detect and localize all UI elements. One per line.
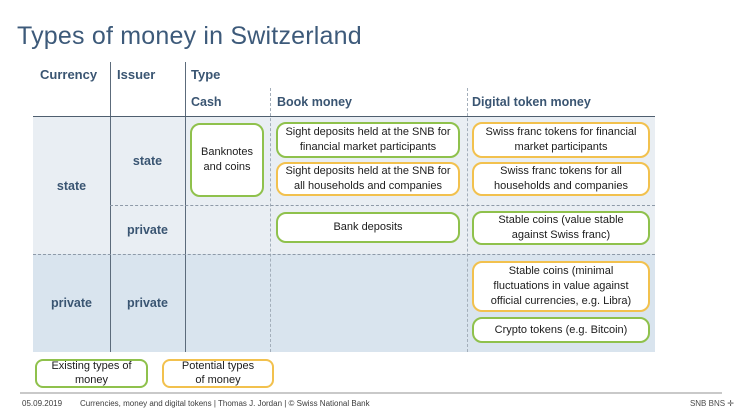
legend-potential-types: Potential types of money — [162, 359, 274, 388]
box-sight-deposits-all: Sight deposits held at the SNB for all h… — [276, 162, 460, 196]
row-label-issuer-state: state — [132, 154, 163, 168]
swiss-cross-icon: ✛ — [727, 399, 734, 408]
row-label-issuer-private-top: private — [127, 222, 168, 237]
box-banknotes-and-coins: Banknotes and coins — [190, 123, 264, 197]
page-title: Types of money in Switzerland — [17, 22, 362, 50]
divider-currency-rows — [33, 254, 655, 255]
column-header-type: Type — [191, 67, 221, 82]
divider-cash-bookmoney — [270, 88, 271, 352]
divider-issuer-type — [185, 62, 186, 352]
header-underline — [33, 116, 655, 117]
box-bank-deposits: Bank deposits — [276, 212, 460, 243]
footer-date: 05.09.2019 — [22, 399, 63, 408]
divider-currency-issuer — [110, 62, 111, 352]
divider-bookmoney-digital — [467, 88, 468, 352]
snb-logo: SNB BNS ✛ — [690, 399, 734, 408]
row-label-currency-state: state — [56, 178, 87, 193]
column-header-cash: Cash — [191, 95, 222, 109]
box-stable-coins-libra: Stable coins (minimal fluctuations in va… — [472, 261, 650, 312]
column-header-issuer: Issuer — [117, 67, 156, 82]
legend-existing-types: Existing types of money — [35, 359, 148, 388]
box-stable-coins-chf: Stable coins (value stable against Swiss… — [472, 211, 650, 245]
row-label-issuer-private-bottom: private — [127, 296, 168, 310]
box-crypto-tokens: Crypto tokens (e.g. Bitcoin) — [472, 317, 650, 343]
footer-caption: Currencies, money and digital tokens | T… — [80, 399, 370, 408]
snb-logo-text: SNB BNS — [689, 399, 726, 408]
column-header-currency: Currency — [40, 67, 98, 82]
footer-divider — [20, 392, 722, 394]
divider-issuer-rows — [110, 205, 655, 206]
column-header-book-money: Book money — [277, 95, 353, 109]
row-label-currency-private: private — [51, 296, 92, 310]
box-chf-tokens-all: Swiss franc tokens for all households an… — [472, 162, 650, 196]
column-header-digital-token-money: Digital token money — [472, 95, 591, 109]
box-sight-deposits-fmp: Sight deposits held at the SNB for finan… — [276, 122, 460, 158]
box-chf-tokens-fmp: Swiss franc tokens for financial market … — [472, 122, 650, 158]
